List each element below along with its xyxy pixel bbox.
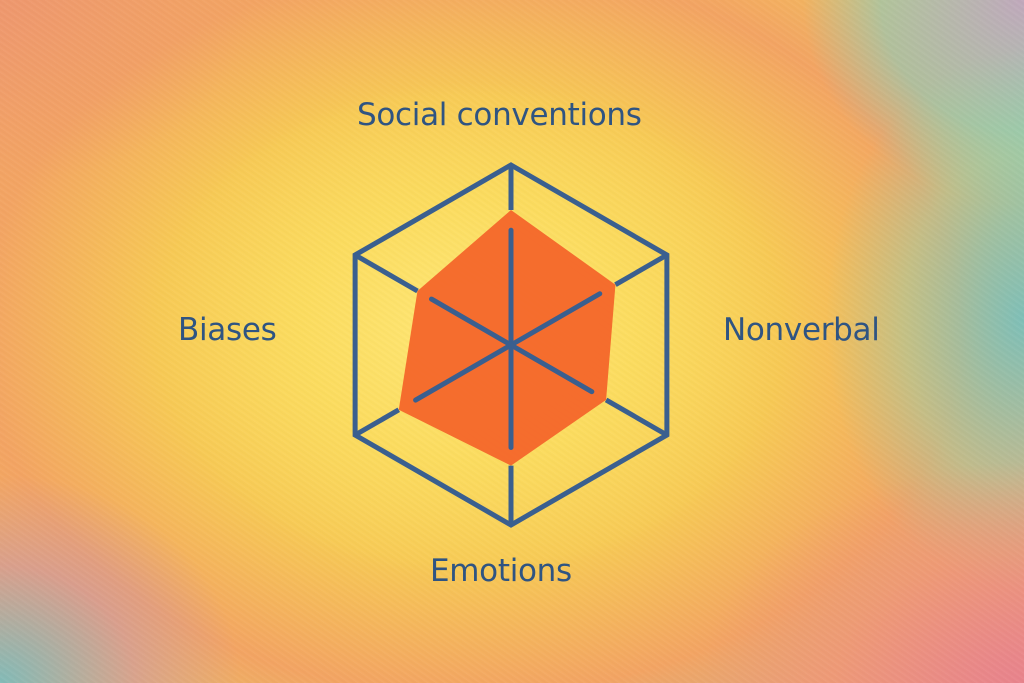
radar-spoke [508, 342, 595, 395]
radar-spoke [428, 296, 514, 348]
radar-outer-connector [353, 407, 401, 438]
radar-spokes [413, 227, 603, 451]
radar-outer-connectors [353, 165, 669, 525]
radar-outer-connector [614, 252, 669, 287]
radar-spoke [413, 342, 514, 403]
radar-outer-connector [604, 397, 669, 438]
axis-label-biases: Biases [178, 312, 277, 348]
radar-spoke [508, 291, 603, 348]
radar-data-area [398, 210, 616, 466]
axis-label-emotions: Emotions [430, 553, 572, 589]
radar-outer-connector [353, 252, 419, 294]
axis-label-social-conventions: Social conventions [357, 97, 642, 133]
axis-label-nonverbal: Nonverbal [723, 312, 880, 348]
